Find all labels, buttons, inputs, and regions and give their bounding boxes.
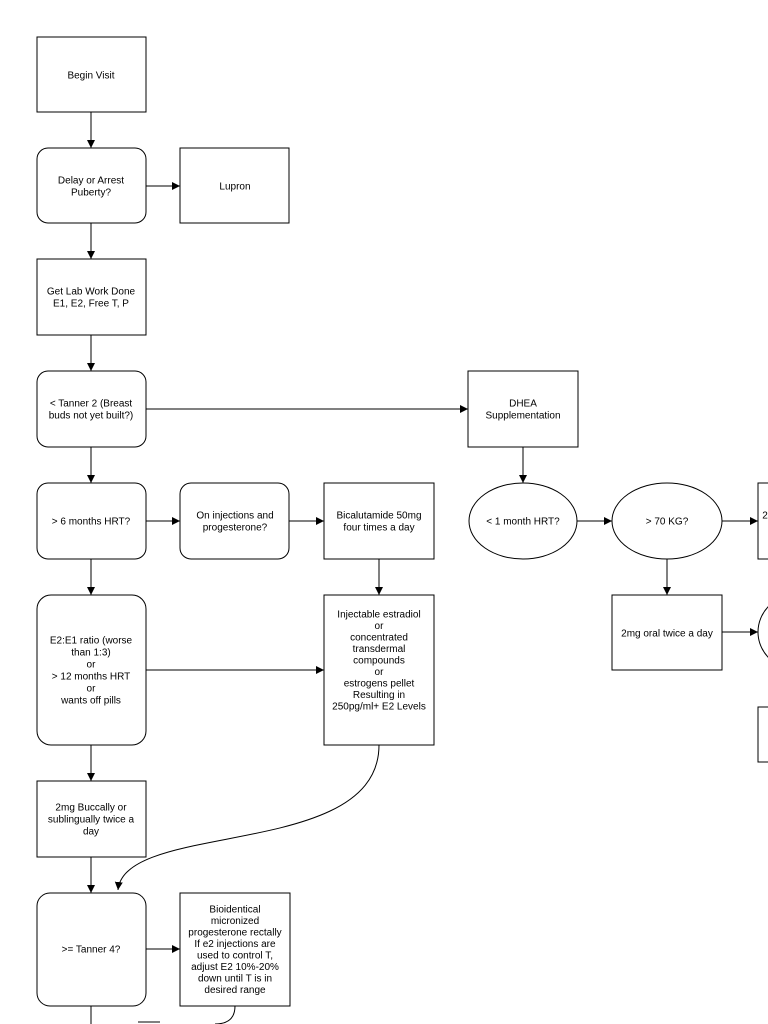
label-line: buds not yet built?) bbox=[49, 411, 134, 422]
label-line: If e2 injections are bbox=[194, 939, 276, 950]
label-line: >= Tanner 4? bbox=[62, 945, 121, 956]
node-begin-visit-text: Begin Visit bbox=[67, 71, 114, 82]
node-hrt6-text: > 6 months HRT? bbox=[52, 517, 131, 528]
label-line: or bbox=[87, 684, 97, 695]
label-line: sublingually twice a bbox=[48, 815, 135, 826]
node-offscreen-ellipse[interactable] bbox=[757, 594, 768, 670]
label-line: or bbox=[375, 667, 385, 678]
label-line: On injections and bbox=[196, 511, 273, 522]
label-line: Delay or Arrest bbox=[58, 176, 124, 187]
label-line: compounds bbox=[353, 656, 405, 667]
label-line: Puberty? bbox=[71, 188, 111, 199]
label-line: < Tanner 2 (Breast bbox=[50, 399, 133, 410]
edges bbox=[87, 112, 758, 1024]
label-line: > 70 KG? bbox=[646, 517, 689, 528]
node-hrt1month[interactable]: < 1 month HRT? bbox=[468, 482, 578, 560]
node-lupron[interactable]: Lupron bbox=[179, 147, 290, 224]
node-begin-visit[interactable]: Begin Visit bbox=[36, 36, 147, 113]
label-line: DHEA bbox=[509, 399, 537, 410]
label-line: micronized bbox=[211, 916, 259, 927]
label-line: Supplementation bbox=[485, 411, 560, 422]
label-line: Bicalutamide 50mg bbox=[336, 511, 421, 522]
node-hrt1month-text: < 1 month HRT? bbox=[486, 517, 560, 528]
label-line: 2mg oral twice a day bbox=[621, 629, 713, 640]
label-line: Injectable estradiol bbox=[337, 610, 420, 621]
label-line: E1, E2, Free T, P bbox=[53, 299, 129, 310]
label-line: down until T is in bbox=[198, 973, 272, 984]
label-line: Bioidentical bbox=[209, 904, 260, 915]
label-line: > 12 months HRT bbox=[52, 672, 130, 683]
label-line: < 1 month HRT? bbox=[486, 517, 560, 528]
label-line: E2:E1 ratio (worse bbox=[50, 636, 133, 647]
label-line: 250pg/ml+ E2 Levels bbox=[332, 702, 426, 713]
label-line: or bbox=[87, 660, 97, 671]
label-line: desired range bbox=[204, 985, 266, 996]
label-line: 2 bbox=[762, 511, 768, 522]
label-line: Lupron bbox=[219, 182, 250, 193]
label-line: than 1:3) bbox=[71, 648, 110, 659]
node-hrt6[interactable]: > 6 months HRT? bbox=[36, 482, 147, 560]
label-line: adjust E2 10%-20% bbox=[191, 962, 279, 973]
label-line: 2mg Buccally or bbox=[55, 803, 127, 814]
label-line: wants off pills bbox=[60, 696, 121, 707]
label-line: Get Lab Work Done bbox=[47, 287, 136, 298]
node-offscreen-box-text: 2 bbox=[762, 511, 768, 522]
label-line: or bbox=[375, 621, 385, 632]
label-line: progesterone? bbox=[203, 523, 268, 534]
node-kg70-text: > 70 KG? bbox=[646, 517, 689, 528]
node-tanner4[interactable]: >= Tanner 4? bbox=[36, 892, 147, 1007]
label-line: four times a day bbox=[343, 523, 414, 534]
node-offscreen-box[interactable]: 2 bbox=[757, 482, 768, 560]
node-offscreen-box-lower[interactable] bbox=[757, 706, 768, 763]
label-line: day bbox=[83, 827, 99, 838]
edge-bioidentical-out bbox=[214, 1005, 236, 1024]
node-oral2mg[interactable]: 2mg oral twice a day bbox=[611, 594, 723, 671]
edge-injectable-to-tanner4 bbox=[114, 744, 380, 891]
label-line: transdermal bbox=[353, 644, 406, 655]
label-line: > 6 months HRT? bbox=[52, 517, 131, 528]
label-line: progesterone rectally bbox=[188, 927, 281, 938]
node-lupron-text: Lupron bbox=[219, 182, 250, 193]
node-kg70[interactable]: > 70 KG? bbox=[611, 482, 723, 560]
label-line: used to control T, bbox=[197, 950, 273, 961]
node-tanner4-text: >= Tanner 4? bbox=[62, 945, 121, 956]
label-line: Resulting in bbox=[353, 690, 405, 701]
label-line: estrogens pellet bbox=[344, 679, 415, 690]
node-oral2mg-text: 2mg oral twice a day bbox=[621, 629, 713, 640]
label-line: Begin Visit bbox=[67, 71, 114, 82]
label-line: concentrated bbox=[350, 633, 408, 644]
